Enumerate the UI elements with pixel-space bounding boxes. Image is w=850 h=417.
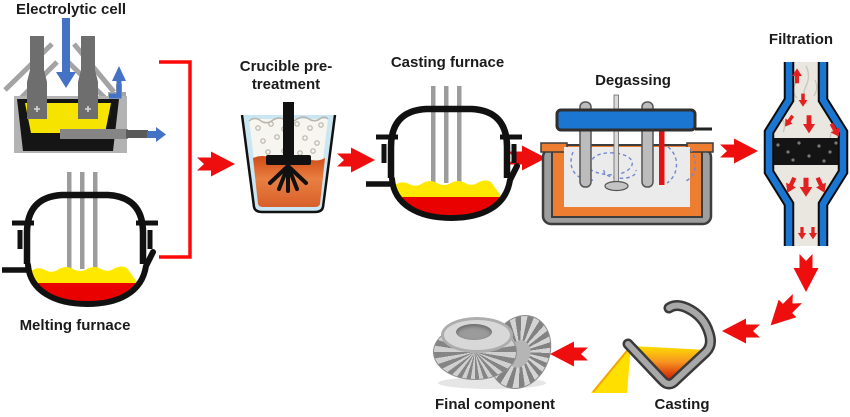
label-melting-furnace: Melting furnace <box>19 317 131 334</box>
degasser-lid <box>555 108 697 132</box>
ceramic-filter <box>772 138 840 165</box>
gas-outlet-arrow-icon <box>109 66 126 99</box>
ladle-melt <box>632 346 708 381</box>
flow-arrow-to-casting <box>722 318 760 344</box>
filtration-graphic <box>763 62 849 246</box>
electrolytic-cell-graphic <box>3 18 166 153</box>
filter-speckle <box>776 141 838 163</box>
label-crucible-pretreatment: Crucible pre-treatment <box>239 58 333 94</box>
casting-furnace-graphic <box>366 86 522 218</box>
label-filtration: Filtration <box>768 31 834 48</box>
label-casting: Casting <box>654 396 710 413</box>
casting-graphic <box>591 300 716 393</box>
gear-bore <box>456 324 492 340</box>
feed-arrow-icon <box>56 18 76 88</box>
flow-arrow-to-crucible <box>197 151 235 177</box>
filter-wall-left <box>763 62 795 246</box>
label-final-component: Final component <box>435 396 555 413</box>
bracket <box>159 60 192 259</box>
crucible-pretreatment-graphic <box>240 102 337 214</box>
thermocouple-rod <box>659 131 665 185</box>
anode-left <box>27 36 47 119</box>
tap-arrow-icon <box>147 127 166 142</box>
flow-arrow-diagonal <box>761 289 807 335</box>
label-degassing: Degassing <box>595 72 671 89</box>
rotor-shaft <box>613 94 619 184</box>
anode-right <box>78 36 98 119</box>
ladle-body <box>625 302 714 387</box>
melting-furnace-graphic <box>2 172 158 304</box>
rotor-disc <box>604 180 629 192</box>
tap-pipe <box>60 129 128 139</box>
flow-arrow-filtration-down <box>793 254 819 292</box>
stirrer <box>266 102 311 193</box>
flow-arrow-crucible-to-casting-furnace <box>337 147 375 173</box>
gear-top-ring <box>441 317 513 353</box>
filter-wall-right <box>817 62 849 246</box>
flow-arrow-to-final-component <box>550 341 588 367</box>
label-casting-furnace: Casting furnace <box>390 54 505 71</box>
degassing-graphic <box>540 94 714 226</box>
label-electrolytic-cell: Electrolytic cell <box>15 1 127 18</box>
flow-arrow-degassing-to-filtration <box>720 138 758 164</box>
